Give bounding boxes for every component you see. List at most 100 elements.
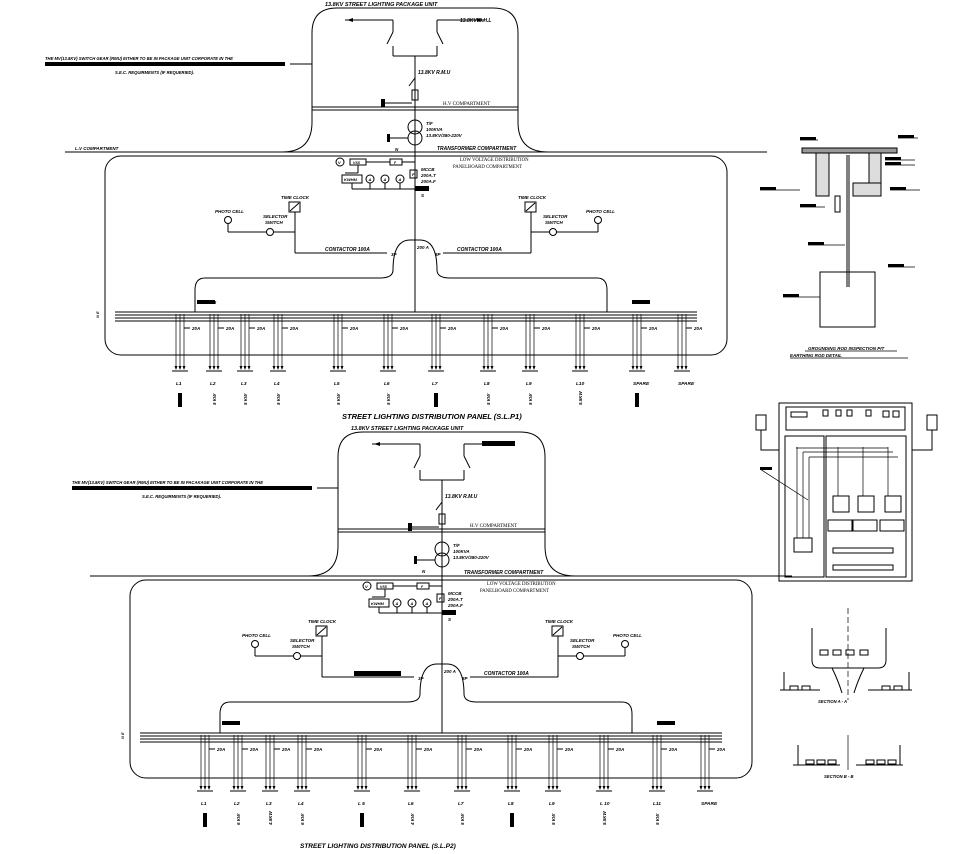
arrow-icon: [482, 366, 486, 370]
lamp-cable: [760, 430, 779, 451]
pit-subtitle: EARTHING ROD DETAIL: [790, 353, 842, 358]
feeder-breaker-rating: 20A: [373, 747, 382, 752]
feeder-bus-label: FEEDER: [198, 300, 217, 305]
photo-cell-right-label: PHOTO CELL: [613, 633, 642, 638]
feeder-load: 5 KW: [486, 393, 491, 405]
selector-left-label: SELECTOR: [290, 638, 315, 643]
lv-compartment-outline: [129, 579, 753, 779]
tf-label: T/F: [426, 121, 433, 126]
feeder-load: 4.5KW: [268, 810, 273, 826]
redacted-note: [72, 486, 312, 490]
contactor-output-right: [463, 693, 633, 733]
redacted-label: [800, 204, 816, 207]
redacted-label: [222, 721, 240, 725]
feeder-label: L4: [298, 801, 304, 807]
contactor-output-right: [436, 269, 608, 312]
time-clock-left-label: TIME CLOCK: [281, 195, 310, 200]
feeder-label: SPARE: [633, 381, 650, 387]
feeder-breaker-rating: 20A: [225, 326, 234, 331]
package-title: 13.8KV STREET LIGHTING PACKAGE UNIT: [351, 426, 464, 432]
mccb-icon: [436, 593, 445, 603]
arrow-icon: [598, 786, 602, 790]
earth-icon: [387, 134, 390, 142]
arrow-icon: [490, 366, 494, 370]
mccb-rating: 200A.F: [447, 603, 463, 608]
tf-voltage: 13.8KV/380-220V: [453, 555, 490, 560]
transformer-winding-icon: [407, 119, 423, 135]
vehicle-icon: [801, 685, 811, 691]
arrow-icon: [406, 786, 410, 790]
redacted-label: [885, 162, 901, 165]
feeder-breaker-rating: 20A: [716, 747, 725, 752]
redacted-label: [415, 186, 429, 191]
feeder-load: 5 KW: [386, 393, 391, 405]
redacted-label: [197, 300, 215, 304]
feeder-label: L 5: [358, 801, 365, 807]
vehicle-icon: [832, 649, 842, 656]
feeder-label: L9: [526, 381, 532, 387]
lv-title: LOW VOLTAGE DISTRIBUTION: [460, 158, 529, 163]
arrow-icon: [272, 786, 276, 790]
feeder-load: 5 KW: [243, 393, 248, 405]
feeder-label: L8: [508, 801, 514, 807]
vehicle-icon: [865, 759, 875, 765]
terminal-block: [879, 519, 905, 532]
redacted-label: [888, 264, 904, 267]
package-unit-outline: [307, 431, 576, 577]
transformer-winding-icon: [434, 541, 450, 557]
pipe-icon: [834, 195, 841, 213]
photo-cell-left-icon: [251, 640, 259, 648]
arrow-icon: [651, 786, 655, 790]
arrow-icon: [360, 786, 364, 790]
redacted-load: [635, 393, 639, 407]
arrow-icon: [276, 366, 280, 370]
contactor-output-left: [219, 693, 421, 733]
time-clock-diagonal: [552, 626, 563, 636]
selector-left-label: SWITCH: [265, 220, 283, 225]
ammeter-label: A: [410, 601, 414, 606]
feeder-breaker-rating: 20A: [447, 326, 456, 331]
feeder-label: L7: [458, 801, 464, 807]
mccb-label: MCCB: [448, 591, 462, 596]
photo-cell-right-label: PHOTO CELL: [586, 209, 615, 214]
feeder-breaker-rating: 20A: [249, 747, 258, 752]
selector-switch-right-icon: [549, 228, 557, 236]
rmu-label: 13.8KV R.M.U: [418, 70, 451, 76]
arrow-icon: [460, 786, 464, 790]
arrow-icon: [300, 786, 304, 790]
s-label: S: [421, 193, 424, 198]
lamp-icon: [755, 414, 767, 431]
kwh-label: KWHM: [371, 601, 385, 606]
arrow-icon: [430, 366, 434, 370]
time-clock-left-label: TIME CLOCK: [308, 619, 337, 624]
arrow-icon: [272, 366, 276, 370]
feeder-label: L4: [274, 381, 280, 387]
feeder-label: SPARE: [678, 381, 695, 387]
arrow-icon: [524, 366, 528, 370]
arrow-icon: [178, 366, 182, 370]
arrow-icon: [555, 786, 559, 790]
selector-left-label: SWITCH: [292, 644, 310, 649]
package-unit-outline: [281, 7, 549, 153]
feeder-breaker-rating: 20A: [648, 326, 657, 331]
arrow-icon: [486, 366, 490, 370]
panel-meter: [882, 410, 890, 418]
arrow-icon: [296, 786, 300, 790]
feeder-load: 5 KW: [528, 393, 533, 405]
voltmeter-label: V: [365, 584, 368, 589]
main-breaker-label: 200 A: [416, 245, 429, 250]
arrow-icon: [532, 366, 536, 370]
feeder-breaker-rating: 20A: [668, 747, 677, 752]
feeder-breaker-rating: 20A: [693, 326, 702, 331]
panel-caption: STREET LIGHTING DISTRIBUTION PANEL (S.L.…: [342, 412, 522, 421]
feeder-load: 5 KW: [212, 393, 217, 405]
photo-cell-left-icon: [224, 216, 232, 224]
